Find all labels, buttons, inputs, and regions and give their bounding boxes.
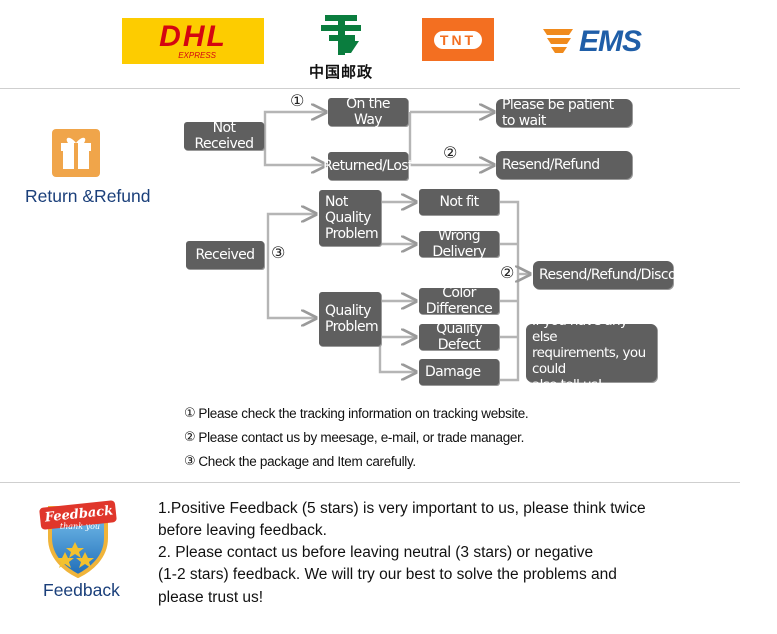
wrong-delivery-box: Wrong Delivery — [419, 228, 499, 260]
not-fit-box: Not fit — [419, 189, 499, 215]
quality-defect-box: Quality Defect — [419, 321, 499, 353]
note-2: ② Please contact us by meesage, e-mail, … — [184, 430, 524, 445]
note-1: ① Please check the tracking information … — [184, 406, 529, 421]
note-3-num: ③ — [184, 454, 196, 469]
gift-icon — [52, 129, 100, 177]
not-quality-problem-box: Not Quality Problem — [319, 190, 381, 246]
feedback-line-2: before leaving feedback. — [158, 522, 327, 539]
requirements-line-2: requirements, you could — [532, 345, 646, 377]
note-3: ③ Check the package and Item carefully. — [184, 454, 416, 469]
marker-3-received: ③ — [271, 243, 286, 262]
return-refund-title: Return &Refund — [25, 186, 151, 206]
china-post-text: 中国邮政 — [308, 62, 373, 81]
top-divider — [0, 88, 740, 89]
marker-1-top: ① — [290, 91, 305, 110]
feedback-line-5: please trust us! — [158, 589, 264, 606]
feedback-line-3: 2. Please contact us before leaving neut… — [158, 544, 594, 561]
not-quality-line-3: Problem — [325, 226, 379, 242]
tnt-logo-text: TNT — [433, 30, 483, 49]
feedback-line-4: (1-2 stars) feedback. We will try our be… — [158, 566, 617, 583]
quality-line-1: Quality — [325, 303, 371, 319]
color-difference-box: Color Difference — [419, 285, 499, 317]
note-2-num: ② — [184, 430, 196, 445]
china-post-logo: 中国邮政 — [296, 8, 386, 84]
feedback-label: Feedback — [43, 580, 120, 600]
dhl-logo-text: DHL — [159, 19, 227, 53]
bottom-divider — [0, 482, 740, 483]
resend-refund-box: Resend/Refund — [496, 151, 632, 179]
ems-logo: EMS — [540, 22, 644, 62]
dhl-logo: DHL EXPRESS — [122, 18, 264, 64]
not-quality-line-1: Not — [325, 194, 348, 210]
ems-wing-icon — [542, 29, 573, 53]
received-box: Received — [186, 241, 264, 269]
note-3-text: Check the package and Item carefully. — [198, 454, 416, 469]
note-1-num: ① — [184, 406, 196, 421]
resend-refund-discount-box: Resend/Refund/Discount — [533, 261, 698, 289]
please-wait-box: Please be patient to wait — [496, 97, 632, 129]
feedback-line-1: 1.Positive Feedback (5 stars) is very im… — [158, 500, 646, 517]
note-1-text: Please check the tracking information on… — [198, 406, 529, 421]
marker-2-top: ② — [443, 143, 458, 162]
requirements-note-box: If you have any else requirements, you c… — [526, 313, 657, 393]
quality-problem-box: Quality Problem — [319, 292, 381, 346]
china-post-emblem-icon — [321, 14, 361, 55]
ems-logo-text: EMS — [578, 25, 642, 58]
returned-lost-box: Returned/Lost — [323, 152, 413, 180]
damage-box: Damage — [419, 359, 499, 385]
requirements-line-1: If you have any else — [532, 313, 628, 345]
not-received-box: Not Received — [184, 120, 264, 152]
quality-line-2: Problem — [325, 319, 379, 335]
on-the-way-box: On the Way — [328, 96, 408, 128]
marker-2-merge: ② — [500, 263, 515, 282]
not-quality-line-2: Quality — [325, 210, 371, 226]
dhl-logo-sub: EXPRESS — [178, 50, 216, 60]
note-2-text: Please contact us by meesage, e-mail, or… — [198, 430, 525, 445]
tnt-logo: TNT — [422, 18, 494, 61]
feedback-badge-sub: thank you — [59, 522, 101, 531]
feedback-badge-icon: Feedback thank you — [38, 494, 118, 579]
requirements-line-3: also tell us! — [532, 377, 603, 393]
